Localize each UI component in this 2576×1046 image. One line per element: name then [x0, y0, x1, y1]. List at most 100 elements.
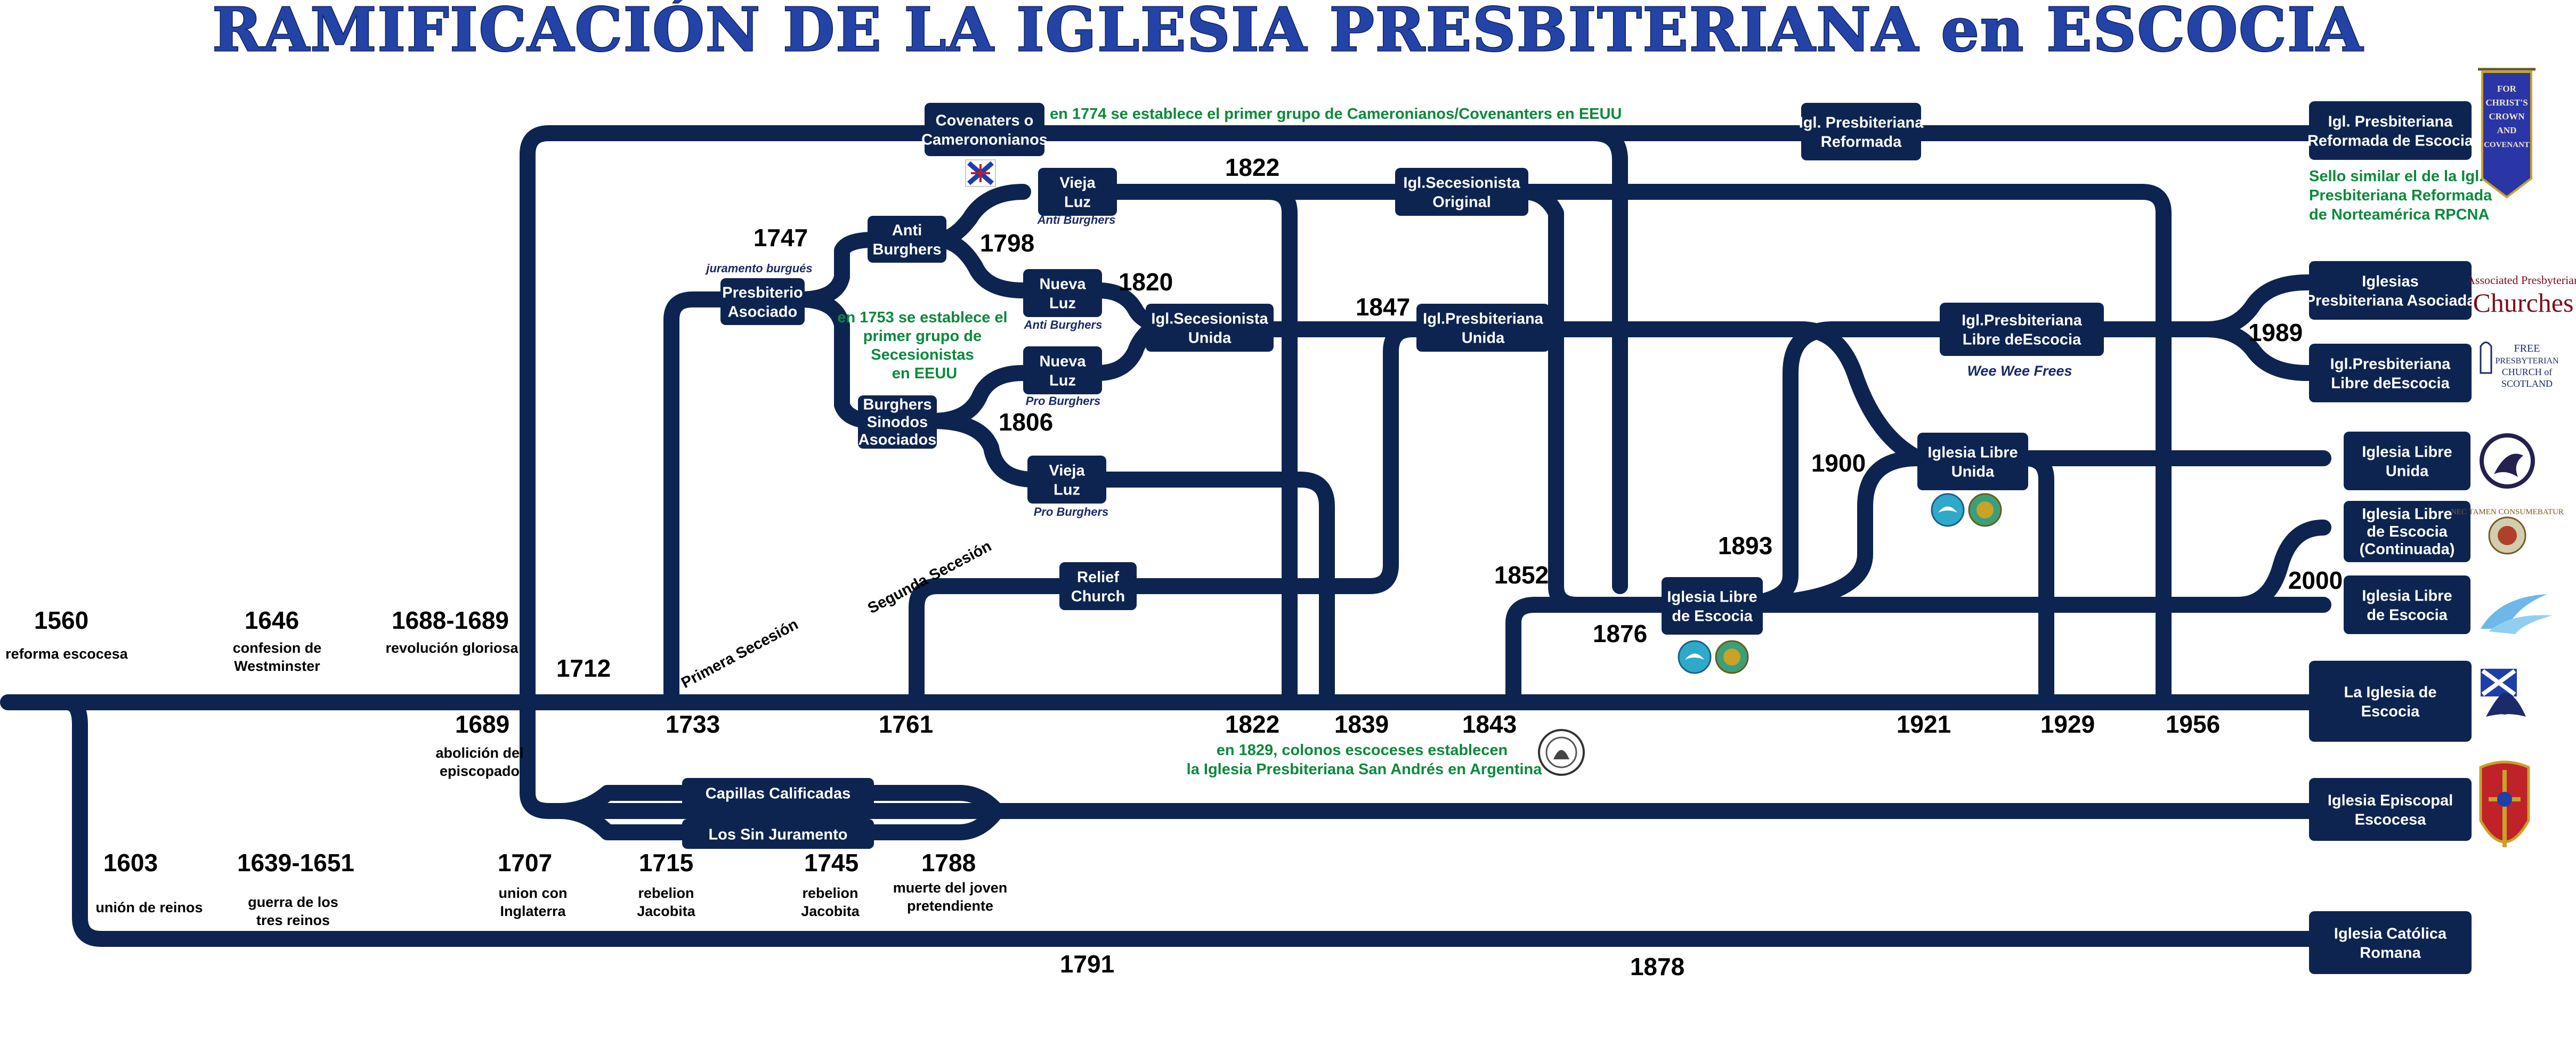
year-1603: 1603 [103, 849, 158, 877]
box-label: Anti [892, 222, 922, 239]
year-1822-top: 1822 [1225, 153, 1279, 181]
year-1806: 1806 [999, 408, 1053, 436]
box-label: Unida [1951, 463, 1995, 480]
box-label: Vieja [1059, 174, 1096, 191]
box-label: Sinodos [867, 414, 928, 431]
box-label: Iglesia Episcopal [2328, 792, 2453, 809]
year-1688: 1688-1689 [392, 606, 509, 634]
note-revolucion: revolución gloriosa [385, 640, 519, 656]
svg-text:NEC TAMEN CONSUMEBATUR: NEC TAMEN CONSUMEBATUR [2451, 508, 2564, 516]
svg-text:PRESBYTERIAN: PRESBYTERIAN [2495, 356, 2559, 366]
year-1989: 1989 [2248, 319, 2303, 346]
note-secesionistas-1753: en 1753 se establece el primer grupo de … [837, 309, 1011, 382]
box-label: Luz [1049, 295, 1076, 312]
box-label: Reformada de Escocia [2307, 132, 2474, 149]
episcopal-shield-icon [2479, 760, 2530, 847]
box-label: de Escocia [2367, 523, 2448, 540]
box-label: Burghers [873, 241, 942, 258]
box-label: Igl.Secesionista [1403, 174, 1520, 191]
box-background [682, 778, 874, 808]
box-label: Asociado [728, 303, 798, 320]
box-capillas: Capillas Calificadas [682, 778, 874, 808]
box-label: (Continuada) [2360, 541, 2455, 558]
box-label: Iglesia Libre [2362, 506, 2452, 523]
box-label: Luz [1049, 372, 1076, 389]
thistle-logo-icon [2481, 669, 2526, 717]
year-1878: 1878 [1630, 953, 1684, 980]
year-1956: 1956 [2166, 710, 2220, 738]
green-notes: en 1774 se establece el primer grupo de … [837, 106, 2496, 778]
year-1843: 1843 [1462, 710, 1517, 738]
year-1715: 1715 [639, 849, 693, 877]
italic-sublabels: juramento burgués Anti Burghers Anti Bur… [704, 213, 2072, 518]
box-background [868, 216, 946, 263]
box-label: Unida [1462, 329, 1505, 346]
year-1839: 1839 [1334, 710, 1389, 738]
box-background [1395, 168, 1528, 216]
year-1791: 1791 [1060, 950, 1114, 978]
box-label: Iglesia Libre [1927, 444, 2018, 461]
box-background [1146, 304, 1274, 352]
box-background [1027, 456, 1106, 504]
box-background [1416, 304, 1550, 352]
note-union-reinos: unión de reinos [95, 899, 202, 915]
svg-text:FOR: FOR [2497, 84, 2517, 94]
box-label: Iglesia Libre [1667, 588, 1757, 605]
box-background [2344, 432, 2470, 490]
associated-churches-logo: Associated Presbyterian Churches [2467, 273, 2576, 318]
year-labels: 1560 1646 1688-1689 1712 1689 1733 1761 … [34, 153, 2343, 980]
year-1745: 1745 [804, 849, 858, 877]
svg-text:AND: AND [2497, 125, 2517, 135]
year-1639: 1639-1651 [237, 849, 354, 877]
box-label: Burghers [863, 396, 932, 413]
box-label: Igl.Presbiteriana [2330, 355, 2451, 372]
box-label: Reformada [1821, 133, 1902, 150]
box-background [2309, 261, 2472, 320]
branch-lines [0, 125, 2331, 947]
box-background [1917, 433, 2028, 490]
note-covenanters-1774: en 1774 se establece el primer grupo de … [1050, 106, 1622, 123]
box-background [1940, 303, 2104, 356]
label-segunda-secesion: Segunda Secesión [865, 538, 994, 617]
box-label: Relief [1077, 569, 1119, 586]
box-background [858, 395, 937, 449]
box-label: Original [1432, 193, 1491, 210]
box-background [2309, 101, 2472, 160]
year-1798: 1798 [980, 229, 1034, 257]
svg-text:Associated Presbyterian: Associated Presbyterian [2467, 273, 2576, 287]
svg-text:CHRIST'S: CHRIST'S [2485, 98, 2528, 108]
box-background [2309, 778, 2472, 841]
box-sin-juramento: Los Sin Juramento [682, 819, 874, 849]
box-label: Luz [1064, 193, 1091, 210]
box-label: Presbiterio [722, 284, 803, 301]
box-label: Iglesia Católica [2334, 925, 2447, 942]
sub-wee-frees: Wee Wee Frees [1967, 363, 2072, 379]
note-sello: Sello similar el de la Igl. Presbiterian… [2309, 168, 2496, 223]
year-1707: 1707 [498, 849, 552, 877]
box-label: Iglesia Libre [2362, 587, 2452, 604]
box-background [1801, 103, 1921, 160]
box-label: Escocia [2361, 703, 2420, 720]
box-label: Asociados [858, 432, 937, 449]
box-background [720, 278, 805, 325]
box-label: Unida [2386, 463, 2429, 480]
box-label: Church [1071, 588, 1125, 605]
church-boxes: Covenaters oCamerononianosPresbiterioAso… [682, 101, 2476, 974]
year-1712: 1712 [556, 654, 611, 682]
box-background [2309, 344, 2472, 402]
box-background [1059, 562, 1137, 610]
box-label: Igl. Presbiteriana [1799, 114, 1924, 131]
